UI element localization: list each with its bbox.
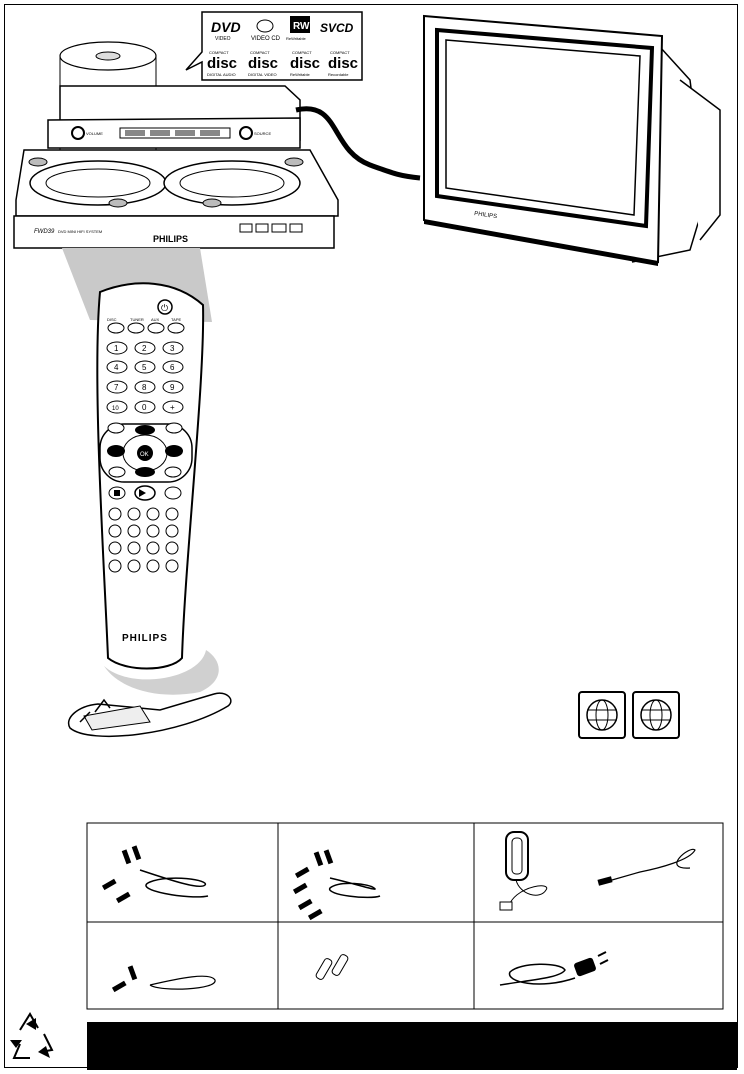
audio-cable-illustration bbox=[101, 845, 209, 904]
up-arrow-icon bbox=[135, 425, 155, 435]
number-keypad: 1 2 3 4 5 6 7 8 9 10 0 + bbox=[106, 341, 184, 414]
am-loop-antenna-illustration bbox=[499, 831, 548, 911]
source-knob bbox=[239, 126, 253, 140]
svg-text:DVD MINI HIFI SYSTEM: DVD MINI HIFI SYSTEM bbox=[58, 229, 102, 234]
svg-text:1: 1 bbox=[114, 344, 119, 353]
svg-text:4: 4 bbox=[114, 363, 119, 372]
svg-text:VIDEO CD: VIDEO CD bbox=[251, 36, 281, 42]
recycle-icon bbox=[10, 1012, 54, 1059]
function-keys bbox=[108, 507, 179, 573]
svg-text:+: + bbox=[170, 403, 175, 412]
globe-icon bbox=[586, 699, 618, 731]
svg-text:Recordable: Recordable bbox=[328, 72, 349, 77]
svg-text:COMPACT: COMPACT bbox=[330, 50, 350, 55]
remote-brand: PHILIPS bbox=[122, 633, 168, 644]
transport-keys bbox=[108, 485, 182, 501]
composite-video-cable-illustration bbox=[111, 965, 216, 993]
svg-text:9: 9 bbox=[170, 383, 175, 392]
svg-text:disc: disc bbox=[328, 55, 358, 72]
next-icon bbox=[164, 466, 182, 478]
down-arrow-icon bbox=[135, 467, 155, 477]
system-brand: PHILIPS bbox=[153, 234, 188, 244]
svg-text:DIGITAL VIDEO: DIGITAL VIDEO bbox=[248, 72, 277, 77]
svg-text:TUNER: TUNER bbox=[130, 317, 144, 322]
svcd-logo: SVCD bbox=[320, 21, 354, 35]
region-badges bbox=[578, 691, 680, 739]
svg-text:0: 0 bbox=[142, 403, 147, 412]
svg-text:5: 5 bbox=[142, 363, 147, 372]
footer-bar bbox=[87, 1022, 737, 1070]
power-cord-illustration bbox=[499, 951, 609, 986]
battery-compartment-illustration bbox=[67, 692, 232, 737]
svg-text:⏻: ⏻ bbox=[161, 303, 168, 313]
svg-text:disc: disc bbox=[207, 55, 237, 72]
svg-text:COMPACT: COMPACT bbox=[250, 50, 270, 55]
svg-text:10: 10 bbox=[112, 406, 119, 412]
ok-button bbox=[137, 445, 153, 461]
previous-icon bbox=[108, 466, 126, 478]
svg-text:8: 8 bbox=[142, 383, 147, 392]
tv-brand: PHILIPS bbox=[474, 211, 498, 220]
fast-forward-icon bbox=[165, 445, 183, 457]
rw-logo bbox=[290, 16, 310, 33]
hifi-system: VOLUME SOURCE FWD39 DVD MINI HIFI SYSTEM… bbox=[13, 85, 339, 249]
av-cable bbox=[295, 106, 421, 181]
remote-control: ⏻ DISC TUNER AUX TAPE 1 2 3 bbox=[96, 282, 205, 670]
svg-text:SOURCE: SOURCE bbox=[254, 131, 271, 136]
svg-text:disc: disc bbox=[248, 55, 278, 72]
svg-text:ReWritable: ReWritable bbox=[290, 72, 310, 77]
video-cable-illustration bbox=[292, 849, 381, 921]
svg-text:COMPACT: COMPACT bbox=[292, 50, 312, 55]
compact-disc-logos: COMPACT disc DIGITAL AUDIO COMPACT disc … bbox=[207, 50, 358, 77]
videocd-logo bbox=[256, 19, 274, 33]
disc-logos-panel: DVD VIDEO VIDEO CD RW ReWritable SVCD CO… bbox=[185, 11, 363, 81]
svg-text:7: 7 bbox=[114, 383, 119, 392]
svg-text:FWD39: FWD39 bbox=[34, 229, 55, 235]
accessories-grid bbox=[86, 822, 724, 1010]
svg-text:DISC: DISC bbox=[107, 317, 117, 322]
rewind-icon bbox=[107, 445, 125, 457]
svg-text:VIDEO: VIDEO bbox=[215, 36, 231, 42]
svg-text:DIGITAL AUDIO: DIGITAL AUDIO bbox=[207, 72, 236, 77]
svg-text:disc: disc bbox=[290, 55, 320, 72]
television: PHILIPS bbox=[423, 14, 721, 266]
svg-text:TAPE: TAPE bbox=[171, 317, 181, 322]
svg-text:ReWritable: ReWritable bbox=[286, 36, 306, 41]
dvd-logo: DVD bbox=[211, 19, 241, 35]
svg-text:3: 3 bbox=[170, 344, 175, 353]
batteries-illustration bbox=[315, 954, 349, 980]
fm-wire-antenna-illustration bbox=[597, 848, 696, 886]
svg-text:6: 6 bbox=[170, 363, 175, 372]
source-keys: DISC TUNER AUX TAPE bbox=[107, 317, 185, 334]
svg-text:COMPACT: COMPACT bbox=[209, 50, 229, 55]
globe-icon bbox=[640, 699, 672, 731]
remote-shadow bbox=[104, 650, 219, 695]
svg-text:RW: RW bbox=[293, 21, 310, 32]
svg-text:2: 2 bbox=[142, 344, 147, 353]
svg-text:VOLUME: VOLUME bbox=[86, 131, 103, 136]
svg-text:AUX: AUX bbox=[151, 317, 160, 322]
navigation-cluster: OK bbox=[99, 422, 193, 483]
svg-text:OK: OK bbox=[140, 452, 149, 458]
power-button bbox=[157, 299, 173, 315]
volume-knob bbox=[71, 126, 85, 140]
